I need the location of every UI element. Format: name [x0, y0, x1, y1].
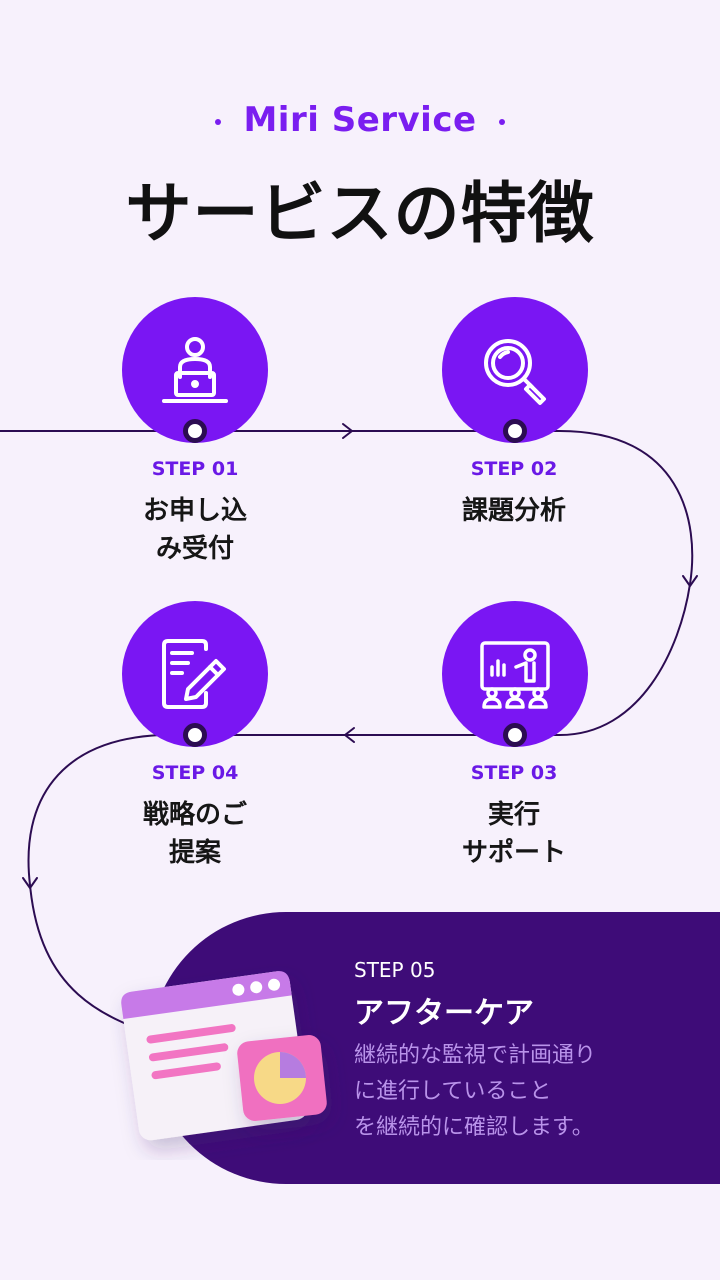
- magnifier-icon: [484, 339, 546, 405]
- step1-node: [183, 419, 207, 443]
- step2-label: STEP 02: [470, 458, 558, 480]
- arrow-right-icon: [342, 423, 353, 439]
- step3-node: [503, 723, 527, 747]
- step2-node: [503, 419, 527, 443]
- step3-label: STEP 03: [470, 762, 558, 784]
- browser-chart-illustration: [121, 971, 327, 1141]
- step4-node: [183, 723, 207, 747]
- step2-name: 課題分析: [414, 492, 614, 530]
- step5-title: アフターケア: [354, 996, 534, 1031]
- presentation-board-icon: [480, 641, 550, 709]
- brand-text: Miri Service: [243, 100, 477, 140]
- step4-name-line2: 提案: [168, 838, 221, 868]
- step4-name-line1: 戦略のご: [142, 800, 247, 830]
- step5-description: 継続的な監視で計画通り に進行していること を継続的に確認します。: [354, 1038, 654, 1146]
- arrow-down-icon: [682, 575, 698, 587]
- brand-dot-left: [215, 118, 222, 125]
- step5-desc-line1: 継続的な監視で計画通り: [354, 1043, 597, 1068]
- step4-name: 戦略のご 提案: [95, 796, 295, 872]
- step5-label: STEP 05: [354, 958, 436, 982]
- step3-name: 実行 サポート: [414, 796, 614, 872]
- arrow-down-left-icon: [22, 877, 38, 889]
- step1-name: お申し込 み受付: [95, 492, 295, 568]
- step1-name-line1: お申し込: [142, 496, 247, 526]
- step2-name-line1: 課題分析: [461, 496, 566, 526]
- step5-desc-line3: を継続的に確認します。: [354, 1115, 594, 1140]
- step1-label: STEP 01: [151, 458, 239, 480]
- step1-name-line2: み受付: [155, 534, 234, 564]
- page-title: サービスの特徴: [125, 175, 595, 252]
- step3-name-line1: 実行: [487, 800, 540, 830]
- flow-loop-right: [514, 430, 694, 736]
- step4-circle: [122, 601, 268, 747]
- step3-circle: [442, 601, 588, 747]
- document-edit-icon: [162, 639, 226, 709]
- step4-label: STEP 04: [151, 762, 239, 784]
- laptop-user-icon: [162, 337, 228, 403]
- step1-circle: [122, 297, 268, 443]
- brand-dot-right: [498, 118, 505, 125]
- step2-circle: [442, 297, 588, 443]
- step3-name-line2: サポート: [461, 838, 566, 868]
- brand-label: Miri Service: [0, 100, 720, 140]
- step5-desc-line2: に進行していること: [354, 1079, 552, 1104]
- flow-loop-left: [27, 734, 195, 1041]
- arrow-left-icon: [344, 727, 355, 743]
